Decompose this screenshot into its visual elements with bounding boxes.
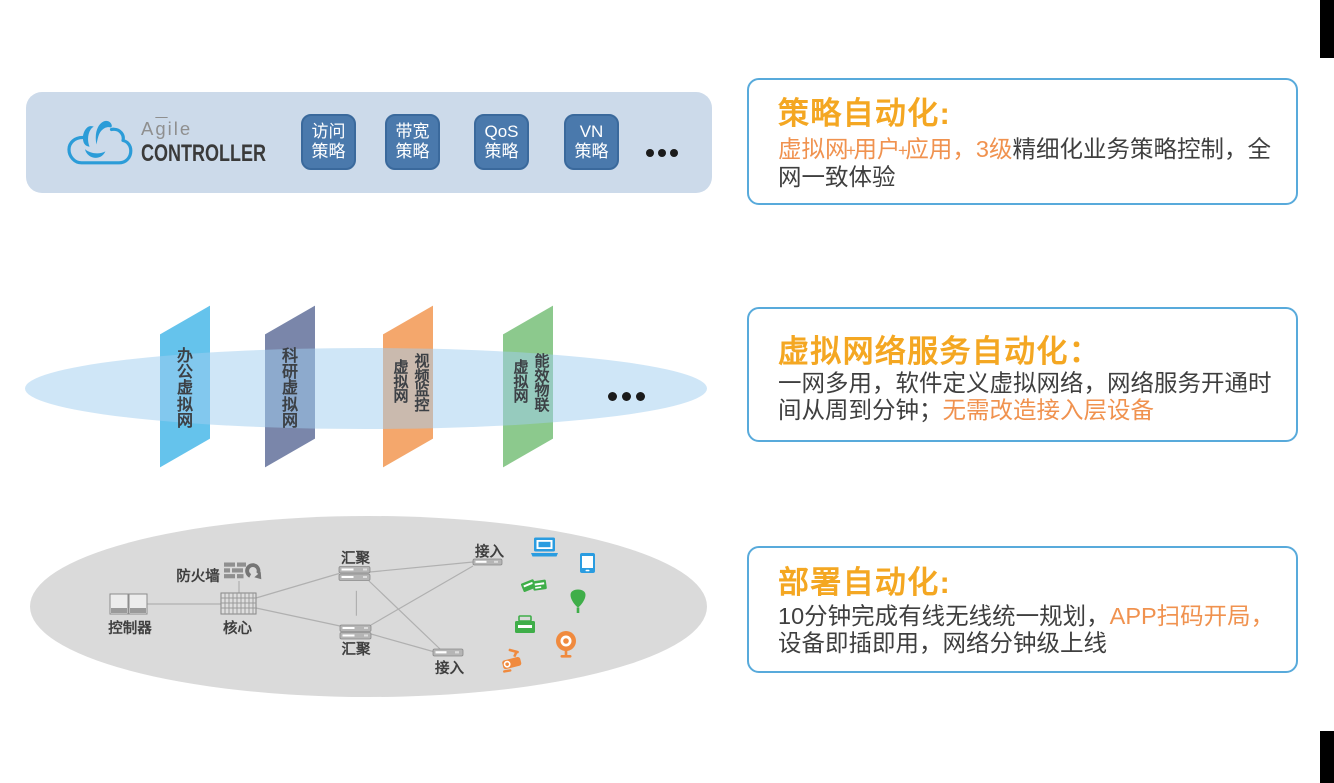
svg-text:防火墙: 防火墙	[176, 567, 220, 585]
svg-text:核心: 核心	[223, 619, 252, 637]
svg-text:汇聚: 汇聚	[341, 550, 370, 567]
svg-text:接入: 接入	[475, 543, 504, 561]
svg-text:汇聚: 汇聚	[342, 641, 371, 658]
svg-text:控制器: 控制器	[108, 619, 152, 637]
svg-text:接入: 接入	[435, 659, 464, 677]
